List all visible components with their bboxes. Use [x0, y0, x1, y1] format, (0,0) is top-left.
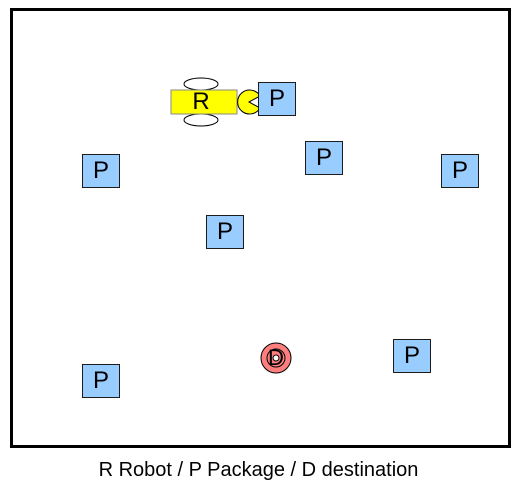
package: P: [206, 215, 244, 249]
package: P: [393, 339, 431, 373]
robot-shape: [170, 77, 261, 127]
destination: D: [259, 341, 293, 375]
package: P: [305, 141, 343, 175]
robot-label: R: [192, 88, 210, 115]
destination-marker: [260, 342, 292, 374]
legend-caption: R Robot / P Package / D destination: [98, 459, 419, 481]
package: P: [82, 154, 120, 188]
destination-label: D: [268, 345, 284, 370]
package: P: [82, 364, 120, 398]
package: P: [441, 154, 479, 188]
robot: R: [167, 76, 267, 128]
package: P: [258, 82, 296, 116]
